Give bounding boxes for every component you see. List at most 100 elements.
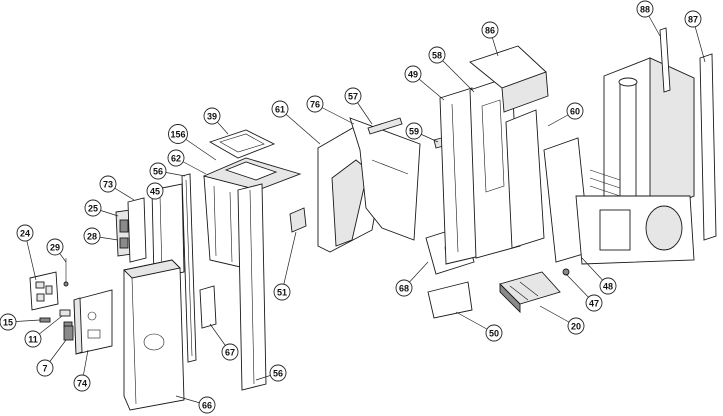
- callout-circle: [428, 46, 446, 64]
- part-bracket-57: [367, 117, 403, 135]
- part-hopper-side-panel: [349, 117, 421, 241]
- callout-circle: [203, 107, 221, 125]
- part-main-body: [575, 57, 695, 265]
- callout-76: 76: [306, 95, 355, 125]
- callout-88: 88: [636, 0, 661, 37]
- part-front-panel: [123, 259, 185, 411]
- callout-label: 59: [409, 127, 419, 137]
- part-probe: [63, 258, 69, 287]
- callout-circle: [306, 95, 324, 113]
- callout-49: 49: [404, 65, 445, 101]
- part-display-panel: [127, 197, 147, 263]
- callout-11: 11: [24, 315, 63, 348]
- callout-label: 7: [42, 364, 47, 374]
- part-fitting-11: [59, 309, 73, 328]
- callout-circle: [404, 65, 422, 83]
- callout-circle: [198, 396, 216, 414]
- callout-73: 73: [99, 175, 135, 201]
- callout-label: 45: [150, 187, 160, 197]
- callout-circle: [24, 330, 42, 348]
- part-rail-87: [699, 53, 717, 241]
- parts-layer: [29, 27, 717, 411]
- callout-74: 74: [73, 349, 91, 392]
- part-rail-88: [659, 27, 671, 93]
- callout-circle: [99, 175, 117, 193]
- callout-circle: [344, 87, 362, 105]
- callout-circle: [599, 277, 617, 295]
- callout-label: 48: [603, 282, 613, 292]
- callout-circle: [83, 227, 101, 245]
- callout-label: 49: [408, 70, 418, 80]
- part-burner-assembly: [499, 271, 561, 314]
- callout-label: 60: [570, 107, 580, 117]
- callout-59: 59: [405, 122, 439, 143]
- callout-56b: 56: [255, 364, 287, 382]
- callout-circle: [271, 100, 289, 118]
- callout-label: 87: [688, 15, 698, 25]
- leader-line: [436, 54, 475, 93]
- part-side-panel: [151, 183, 185, 279]
- callout-51: 51: [273, 231, 297, 301]
- callout-circle: [46, 238, 64, 256]
- callout-label: 61: [275, 105, 285, 115]
- callout-label: 156: [170, 130, 185, 140]
- leader-line: [279, 108, 321, 145]
- callout-circle: [273, 283, 291, 301]
- callout-circle: [636, 0, 654, 18]
- callout-circle: [566, 102, 584, 120]
- callout-label: 86: [485, 26, 495, 36]
- callout-156: 156: [168, 124, 217, 161]
- callout-62: 62: [167, 149, 207, 175]
- callout-label: 29: [50, 243, 60, 253]
- callout-circle: [684, 10, 702, 28]
- callout-label: 15: [3, 318, 13, 328]
- callout-label: 51: [277, 288, 287, 298]
- callout-circle: [167, 149, 185, 167]
- callout-circle: [16, 224, 34, 242]
- callout-circle: [149, 162, 167, 180]
- callout-circle: [405, 122, 423, 140]
- callout-57: 57: [344, 87, 373, 125]
- leader-line: [281, 231, 297, 293]
- callout-label: 73: [103, 180, 113, 190]
- part-panel-60: [505, 109, 545, 249]
- callout-circle: [485, 324, 503, 342]
- callout-39: 39: [203, 107, 229, 135]
- callout-7: 7: [36, 339, 67, 377]
- callout-label: 62: [171, 154, 181, 164]
- callout-label: 57: [348, 92, 358, 102]
- callout-circle: [567, 317, 585, 335]
- part-clip: [289, 207, 307, 233]
- part-control-board: [29, 271, 59, 311]
- callout-45: 45: [146, 182, 164, 200]
- callout-24: 24: [16, 224, 37, 281]
- callout-label: 50: [489, 329, 499, 339]
- callout-circle: [395, 279, 413, 297]
- callout-label: 74: [77, 379, 87, 389]
- callout-label: 67: [225, 348, 235, 358]
- callout-label: 58: [432, 51, 442, 61]
- callout-label: 39: [207, 112, 217, 122]
- part-fitting-15: [39, 317, 51, 323]
- callout-circle: [585, 294, 603, 312]
- callout-circle: [73, 374, 91, 392]
- callout-label: 88: [640, 5, 650, 15]
- callout-25: 25: [84, 199, 119, 217]
- callout-67: 67: [209, 323, 239, 361]
- callout-20: 20: [539, 305, 585, 335]
- callout-68: 68: [395, 261, 429, 297]
- callout-circle: [84, 199, 102, 217]
- part-top-cover: [469, 45, 549, 113]
- part-top-gasket: [208, 129, 276, 159]
- part-switch: [63, 325, 74, 341]
- callout-circle: [221, 343, 239, 361]
- callout-label: 28: [87, 232, 97, 242]
- callout-label: 47: [589, 299, 599, 309]
- callout-56a: 56: [149, 162, 186, 180]
- part-electrical-plate: [73, 289, 113, 355]
- callout-28: 28: [83, 227, 119, 245]
- callout-29: 29: [46, 238, 67, 263]
- callout-label: 56: [153, 167, 163, 177]
